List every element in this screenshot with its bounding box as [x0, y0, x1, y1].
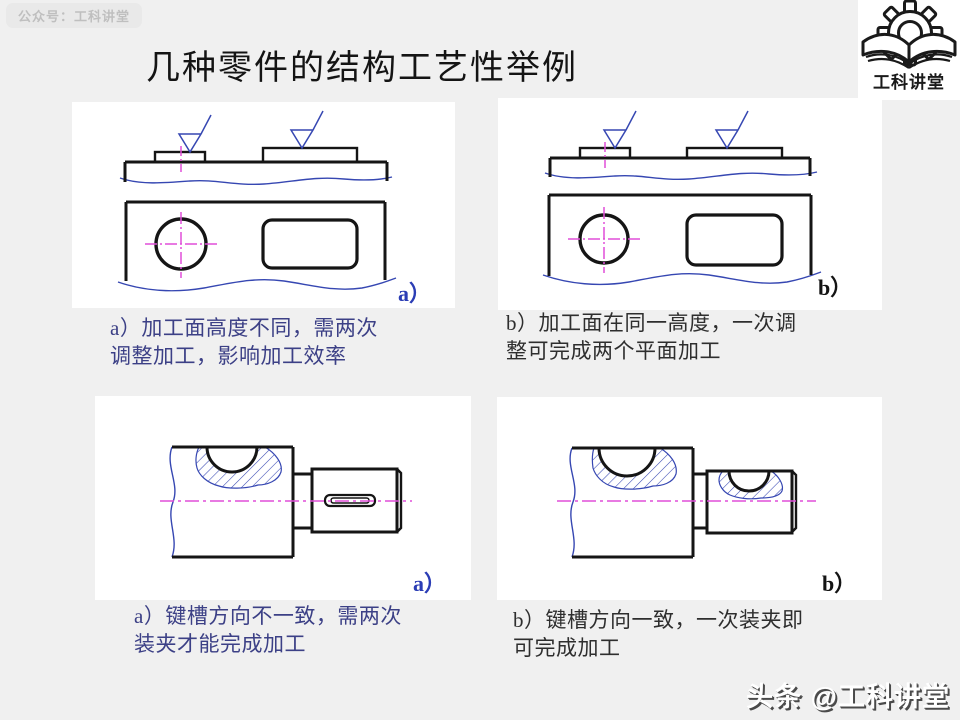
official-account-badge: 公众号：工科讲堂: [6, 3, 143, 28]
caption-line: b）键槽方向一致，一次装夹即: [513, 608, 804, 632]
figure-top-a-drawing: [117, 110, 397, 292]
keyway-arc: [597, 447, 657, 478]
figure-bottom-b-drawing: [557, 446, 816, 559]
page-title: 几种零件的结构工艺性举例: [146, 50, 578, 87]
figure-top-b-label: b）: [818, 275, 853, 300]
toutiao-watermark: 头条 @工科讲堂: [746, 682, 950, 712]
brand-logo-label: 工科讲堂: [873, 73, 945, 92]
centerline-cross: [568, 207, 640, 273]
caption-top-b: b）加工面在同一高度，一次调 整可完成两个平面加工: [506, 309, 797, 365]
figure-top-a-label: a）: [398, 281, 432, 306]
shaft-end: [705, 469, 794, 535]
pocket-outline: [685, 213, 784, 267]
brand-logo: 工科讲堂: [858, 0, 960, 100]
figure-bottom-b-panel: b）: [497, 397, 882, 600]
caption-line: a）键槽方向不一致，需两次: [134, 604, 402, 628]
shaft-section-view: [160, 445, 412, 559]
figure-top-a-panel: a）: [72, 102, 455, 308]
figure-top-b-panel: b）: [498, 98, 882, 310]
machining-surface-symbol: [602, 110, 749, 150]
caption-line: 整可完成两个平面加工: [506, 339, 721, 363]
machining-surface-symbol: [177, 110, 324, 154]
top-view: [542, 193, 822, 286]
figure-bottom-b-label: b）: [822, 571, 857, 596]
pocket-outline: [261, 218, 359, 270]
keyway-cut: [599, 448, 655, 476]
caption-top-a: a）加工面高度不同，需两次 调整加工，影响加工效率: [110, 314, 378, 370]
figure-bottom-a-label: a）: [413, 571, 447, 596]
shaft-neck: [693, 472, 707, 530]
shaft-neck: [293, 472, 312, 530]
caption-line: 调整加工，影响加工效率: [110, 344, 347, 368]
caption-line: b）加工面在同一高度，一次调: [506, 311, 797, 335]
break-line: [169, 446, 176, 558]
top-view: [117, 200, 397, 292]
keyway-slot: [323, 493, 377, 508]
chamfer-edge: [396, 468, 403, 533]
keyway-cut-small: [729, 471, 769, 491]
figure-bottom-a-panel: a）: [95, 396, 471, 600]
front-view: [544, 110, 818, 181]
caption-bottom-a: a）键槽方向不一致，需两次 装夹才能完成加工: [134, 602, 402, 658]
break-line: [569, 447, 576, 558]
figure-top-b-drawing: [542, 110, 822, 286]
open-book-icon: [861, 33, 957, 69]
keyway-arc: [205, 446, 259, 474]
caption-line: a）加工面高度不同，需两次: [110, 316, 378, 340]
caption-line: 可完成加工: [513, 636, 621, 660]
brand-logo-graphic: [861, 0, 957, 69]
figure-bottom-a-drawing: [160, 445, 412, 559]
keyway-cut: [207, 447, 257, 472]
caption-bottom-b: b）键槽方向一致，一次装夹即 可完成加工: [513, 606, 804, 662]
shaft-section-view: [557, 446, 816, 559]
caption-line: 装夹才能完成加工: [134, 632, 306, 656]
keyway-arc-small: [727, 470, 771, 493]
front-view: [119, 110, 393, 186]
centerline-cross: [145, 212, 217, 278]
